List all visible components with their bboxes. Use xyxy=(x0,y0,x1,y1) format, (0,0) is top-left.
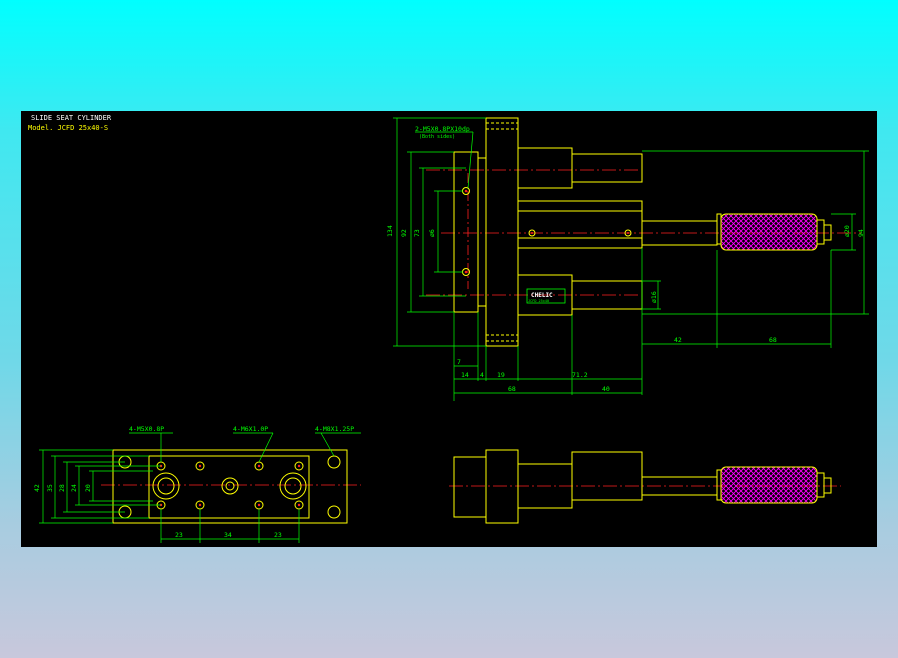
dim-bore: ø6 xyxy=(428,229,436,237)
dim-14: 14 xyxy=(461,371,469,379)
cylinder-body xyxy=(517,200,643,249)
dim-h24: 24 xyxy=(70,484,78,492)
dim-71: 71.2 xyxy=(572,371,588,379)
cad-viewport[interactable]: SLIDE SEAT CYLINDER Model. JCFD 25x40-S xyxy=(21,111,877,547)
dim-knob-dia: ø20 xyxy=(843,225,851,237)
dim-h42: 42 xyxy=(33,484,41,492)
brand-logo-text: CHELIC xyxy=(531,292,553,299)
side-view: CHELIC JCFD 25x40 2-M5X0.8PX10dp (Both s… xyxy=(386,117,869,401)
brand-model-text: JCFD 25x40 xyxy=(528,299,549,303)
thread-callout-sub: (Both sides) xyxy=(419,134,455,140)
dim-92: 92 xyxy=(400,229,408,237)
front-view xyxy=(449,449,841,524)
dim-rod-dia: ø16 xyxy=(650,291,658,303)
callout-m6: 4-M6X1.0P xyxy=(233,425,268,433)
thread-callout: 2-M5X0.8PX10dp xyxy=(415,125,470,133)
slide-body xyxy=(485,117,519,347)
dim-w23b: 23 xyxy=(274,531,282,539)
dim-134: 134 xyxy=(386,225,394,237)
callout-m8: 4-M8X1.25P xyxy=(315,425,354,433)
dim-68-knob: 68 xyxy=(769,336,777,344)
callout-m5: 4-M5X0.8P xyxy=(129,425,164,433)
knurled-knob-front xyxy=(720,466,818,504)
base-plate xyxy=(112,449,348,524)
knurled-knob xyxy=(720,213,818,251)
dim-h28: 28 xyxy=(58,484,66,492)
dim-42: 42 xyxy=(674,336,682,344)
dim-94: 94 xyxy=(857,229,865,237)
dim-h35: 35 xyxy=(46,484,54,492)
dim-4: 4 xyxy=(480,371,484,379)
end-plate xyxy=(453,151,479,313)
dim-7: 7 xyxy=(457,358,461,366)
drawing-model: Model. JCFD 25x40-S xyxy=(28,124,108,132)
dim-w23a: 23 xyxy=(175,531,183,539)
cad-drawing: SLIDE SEAT CYLINDER Model. JCFD 25x40-S xyxy=(28,114,869,543)
drawing-title: SLIDE SEAT CYLINDER xyxy=(31,114,112,122)
dim-19: 19 xyxy=(497,371,505,379)
dim-w34: 34 xyxy=(224,531,232,539)
dim-h20: 20 xyxy=(84,484,92,492)
dim-40: 40 xyxy=(602,385,610,393)
dim-68: 68 xyxy=(508,385,516,393)
top-view: 4-M5X0.8P 4-M6X1.0P 4-M8X1.25P 42 35 28 … xyxy=(33,425,361,543)
dim-73: 73 xyxy=(413,229,421,237)
brand-plate xyxy=(526,288,566,304)
